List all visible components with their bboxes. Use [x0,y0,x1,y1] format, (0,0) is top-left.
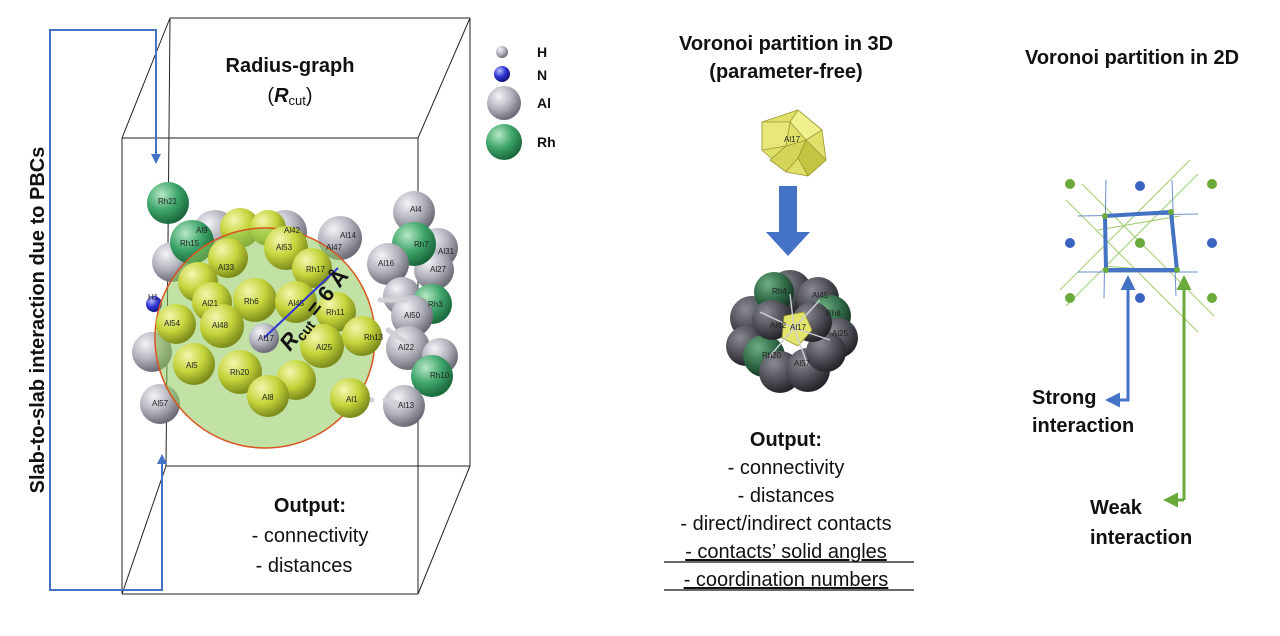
svg-text:Rh6: Rh6 [244,297,259,306]
svg-text:Al57: Al57 [794,359,811,368]
pbc-bracket [49,29,167,591]
svg-text:Al48: Al48 [212,321,229,330]
mid-output-connectivity: - connectivity [728,457,845,479]
svg-text:Al53: Al53 [276,243,293,252]
svg-text:Al25: Al25 [316,343,333,352]
rcut-radius-line [263,267,339,339]
left-output-distances: - distances [256,555,353,577]
svg-text:Rh17: Rh17 [306,265,326,274]
svg-text:Al21: Al21 [202,299,219,308]
voronoi-2d-title: Voronoi partition in 2D [1025,47,1239,69]
strong-arrow [1105,275,1136,408]
svg-text:Al31: Al31 [438,247,455,256]
lattice-dots [1065,179,1217,303]
svg-text:Rh4: Rh4 [772,287,787,296]
svg-text:Al25: Al25 [832,329,849,338]
svg-text:Al45: Al45 [288,299,305,308]
radius-graph-subtitle: (Rcut) [267,85,312,108]
svg-text:Al17: Al17 [258,334,275,343]
svg-text:Al22: Al22 [398,343,415,352]
mid-output-title: Output: [750,429,822,451]
svg-text:Al33: Al33 [218,263,235,272]
legend-rh-dot [486,124,522,160]
slab-atoms-inside [156,226,382,418]
strong-label-2: interaction [1032,415,1134,437]
svg-text:Al54: Al54 [164,319,181,328]
radius-graph-title: Radius-graph [226,55,355,77]
mid-output-contacts: - direct/indirect contacts [680,513,891,535]
cluster-labels: Rh4 Al45 Rh8 Al42 Al17 Al25 Rh20 Al57 [762,287,849,368]
svg-text:Rh21: Rh21 [158,197,178,206]
mid-output-coordination: - coordination numbers [684,569,889,591]
svg-text:Rh20: Rh20 [230,368,250,377]
svg-text:Al8: Al8 [262,393,274,402]
strong-label: Strong [1032,387,1096,409]
svg-text:Al5: Al5 [186,361,198,370]
down-arrow [766,186,810,256]
svg-text:Rh7: Rh7 [414,240,429,249]
mid-output-distances: - distances [738,485,835,507]
svg-text:Al27: Al27 [430,265,447,274]
svg-text:Al14: Al14 [340,231,357,240]
svg-text:Rh8: Rh8 [826,309,841,318]
voronoi-cell-label: Al17 [784,135,801,144]
legend-rh-label: Rh [537,134,556,150]
svg-text:Al13: Al13 [398,401,415,410]
weak-arrow [1163,275,1192,508]
legend-al-dot [487,86,521,120]
voronoi-3d-title: Voronoi partition in 3D [679,33,893,55]
legend-n-dot [494,66,510,82]
svg-text:Rh11: Rh11 [326,308,345,317]
svg-text:Rh10: Rh10 [430,371,450,380]
svg-text:Rh20: Rh20 [762,351,782,360]
svg-text:Al42: Al42 [770,321,787,330]
svg-text:Al42: Al42 [284,226,301,235]
svg-text:Rh13: Rh13 [364,333,384,342]
svg-text:Al4: Al4 [410,205,422,214]
voronoi-2d-panel: Voronoi partition in 2D [1025,47,1239,549]
legend-n-label: N [537,67,547,83]
svg-text:Rh3: Rh3 [428,300,443,309]
voronoi-3d-subtitle: (parameter-free) [709,61,862,83]
legend-h-dot [496,46,508,58]
weak-label-2: interaction [1090,527,1192,549]
legend-h-label: H [537,44,547,60]
element-legend: H N Al Rh [486,44,556,160]
svg-text:Al50: Al50 [404,311,421,320]
svg-text:Al47: Al47 [326,243,343,252]
side-label: Slab-to-slab interaction due to PBCs [27,147,49,494]
left-output-title: Output: [274,495,346,517]
voronoi-cluster [726,270,858,393]
voronoi-cell-polyhedron [761,109,827,177]
svg-text:Al16: Al16 [378,259,395,268]
svg-text:Al57: Al57 [152,399,169,408]
svg-text:Al45: Al45 [812,291,829,300]
svg-text:Al9: Al9 [196,226,208,235]
weak-label: Weak [1090,497,1143,519]
svg-text:Al1: Al1 [346,395,358,404]
left-output-connectivity: - connectivity [252,525,369,547]
voronoi-3d-panel: Voronoi partition in 3D (parameter-free)… [664,33,914,591]
svg-text:H1: H1 [148,293,159,302]
voronoi-2d-guides [1059,159,1215,333]
simulation-cell-box [121,17,471,595]
svg-text:Rh15: Rh15 [180,239,200,248]
radius-graph-panel: Slab-to-slab interaction due to PBCs Rad… [27,17,556,595]
mid-output-solid-angles: - contacts’ solid angles [685,541,887,563]
svg-text:Al17: Al17 [790,323,807,332]
legend-al-label: Al [537,95,551,111]
atom-labels: Rh21 Rh15 Rh7 Rh3 Rh10 Al42 Al14 Al47 Al… [148,197,455,410]
